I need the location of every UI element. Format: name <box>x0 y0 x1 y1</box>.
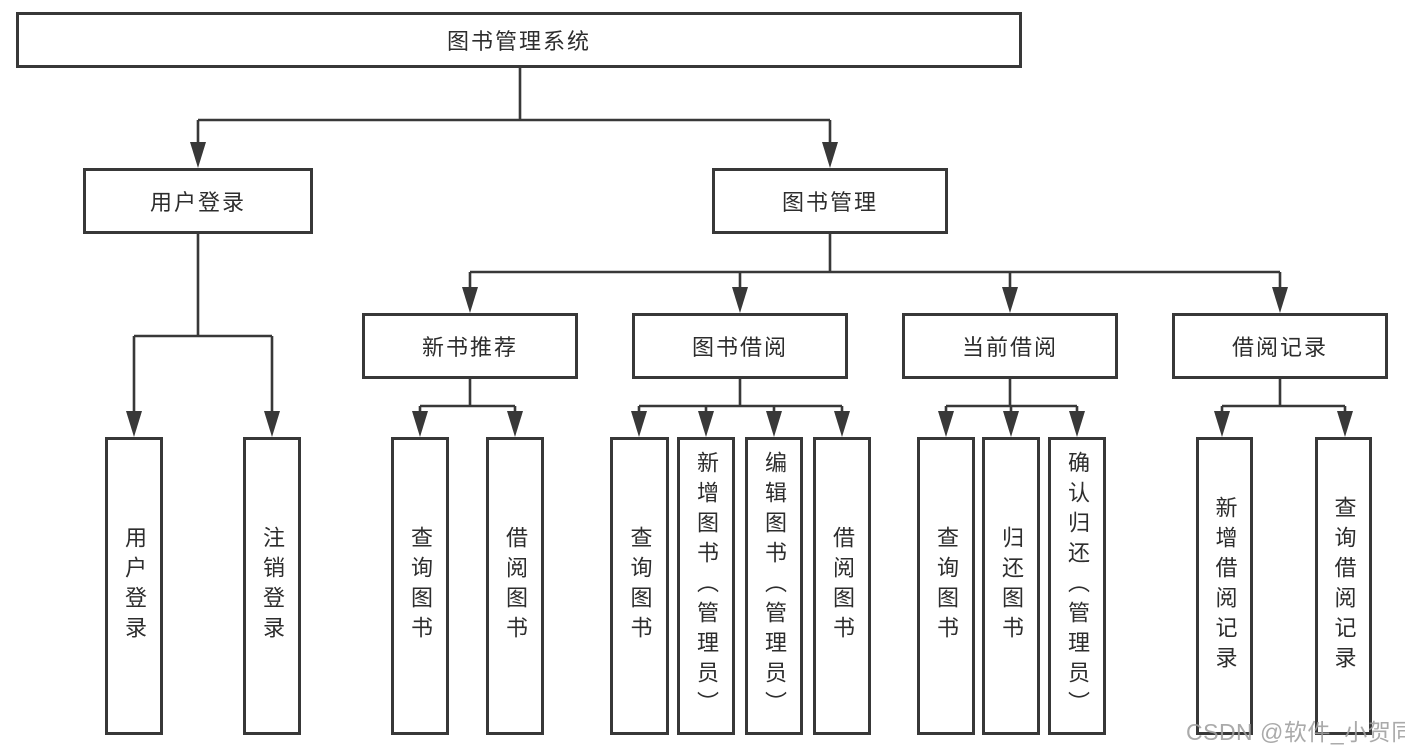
arrow-leaf-login <box>126 411 142 437</box>
leaf-query-books-3: 查询图书 <box>917 437 975 735</box>
connector-root <box>196 68 832 142</box>
arrow-user-login <box>190 142 206 168</box>
leaf-borrow-books-2: 借阅图书 <box>813 437 871 735</box>
leaf-user-login-label: 用户登录 <box>122 526 147 646</box>
leaf-confirm-return-admin-label: 确认归还（管理员） <box>1065 451 1090 721</box>
leaf-edit-books-admin-label: 编辑图书（管理员） <box>762 451 787 721</box>
leaf-borrow-books-1: 借阅图书 <box>486 437 544 735</box>
node-book-borrowing-label: 图书借阅 <box>691 335 788 360</box>
leaf-query-books-2: 查询图书 <box>610 437 669 735</box>
leaf-add-borrow-record-label: 新增借阅记录 <box>1212 496 1238 676</box>
leaf-query-books-3-label: 查询图书 <box>934 526 959 646</box>
leaf-query-borrow-record: 查询借阅记录 <box>1315 437 1372 735</box>
node-borrowing-records: 借阅记录 <box>1172 313 1388 379</box>
leaf-return-books-label: 归还图书 <box>999 526 1024 646</box>
leaf-query-books-2-label: 查询图书 <box>627 526 653 646</box>
leaf-add-borrow-record: 新增借阅记录 <box>1196 437 1253 735</box>
node-current-borrowing-label: 当前借阅 <box>961 335 1058 360</box>
leaf-confirm-return-admin: 确认归还（管理员） <box>1048 437 1106 735</box>
connector-borrow-records <box>1220 379 1347 412</box>
node-new-book-recommend-label: 新书推荐 <box>421 335 518 360</box>
arrow-leaf-logout <box>264 411 280 437</box>
arrow-new-books <box>462 287 478 313</box>
arrow-book-management <box>822 142 838 168</box>
arrow-borrow-records <box>1272 287 1288 313</box>
connector-current-borrow <box>944 379 1079 412</box>
arrow-book-borrow <box>732 287 748 313</box>
connector-user-login <box>132 234 274 411</box>
node-system-root-label: 图书管理系统 <box>446 29 591 54</box>
leaf-logout-label: 注销登录 <box>260 526 285 646</box>
node-book-management: 图书管理 <box>712 168 948 234</box>
leaf-add-books-admin-label: 新增图书（管理员） <box>694 451 719 721</box>
leaf-borrow-books-1-label: 借阅图书 <box>503 526 528 646</box>
node-user-login: 用户登录 <box>83 168 313 234</box>
node-book-management-label: 图书管理 <box>781 190 878 215</box>
leaf-user-login: 用户登录 <box>105 437 163 735</box>
connector-new-books <box>418 379 517 412</box>
node-system-root: 图书管理系统 <box>16 12 1022 68</box>
node-user-login-label: 用户登录 <box>149 190 246 215</box>
leaf-query-books-1-label: 查询图书 <box>408 526 433 646</box>
node-book-borrowing: 图书借阅 <box>632 313 848 379</box>
leaf-return-books: 归还图书 <box>982 437 1040 735</box>
connector-book-borrow <box>637 379 844 412</box>
node-new-book-recommend: 新书推荐 <box>362 313 578 379</box>
leaf-query-books-1: 查询图书 <box>391 437 449 735</box>
node-borrowing-records-label: 借阅记录 <box>1231 335 1328 360</box>
csdn-watermark: CSDN @软件_小贺同学 <box>1186 719 1405 745</box>
leaf-add-books-admin: 新增图书（管理员） <box>677 437 735 735</box>
leaf-borrow-books-2-label: 借阅图书 <box>830 526 855 646</box>
node-current-borrowing: 当前借阅 <box>902 313 1118 379</box>
leaf-query-borrow-record-label: 查询借阅记录 <box>1331 496 1357 676</box>
connector-book-management <box>468 234 1282 287</box>
leaf-edit-books-admin: 编辑图书（管理员） <box>745 437 803 735</box>
leaf-logout: 注销登录 <box>243 437 301 735</box>
arrow-current-borrow <box>1002 287 1018 313</box>
